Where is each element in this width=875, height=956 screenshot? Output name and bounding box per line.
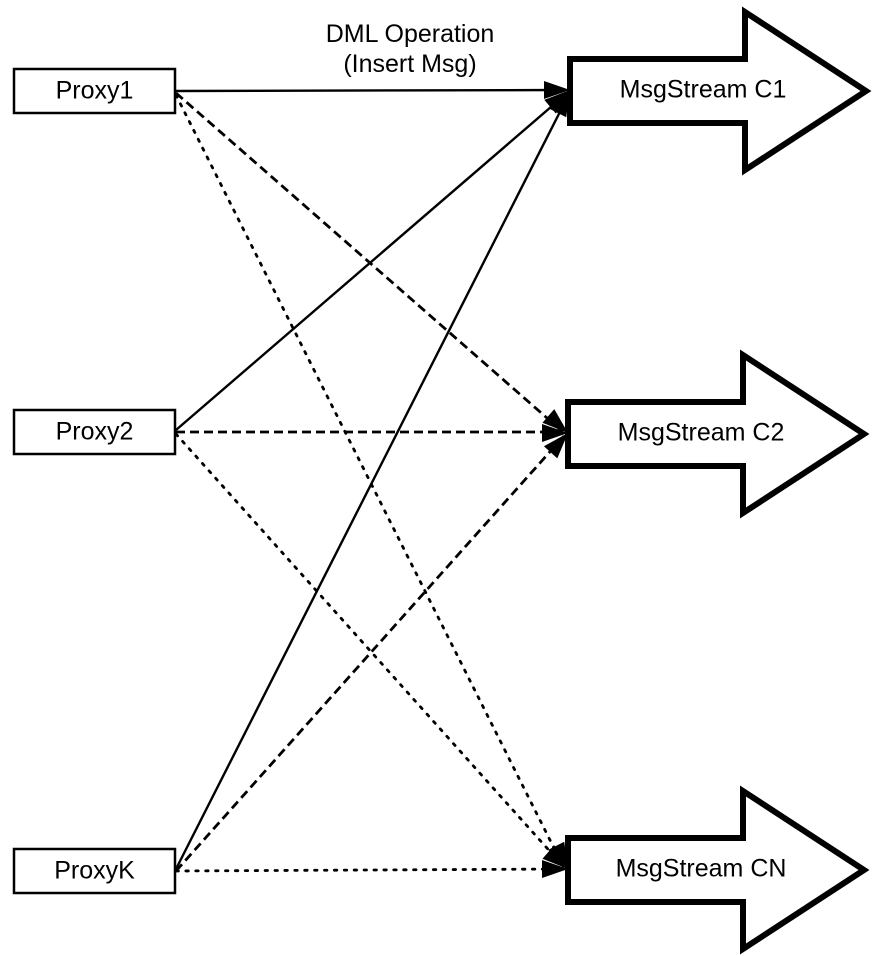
proxy-proxyK: ProxyK [12, 847, 177, 895]
arrowhead-head_c2_a [542, 424, 568, 442]
annotation-line1-dml_label: DML Operation [326, 20, 495, 48]
arrowhead-head_c1_c [550, 90, 570, 118]
proxy-label-proxy2: Proxy2 [56, 418, 134, 446]
stream-label-stream_c1: MsgStream C1 [620, 76, 787, 104]
link-p1_c1 [174, 88, 566, 93]
link-p2_cn [174, 432, 565, 868]
stream-arrow-shape-stream_cn [565, 785, 870, 955]
annotation-dml_label: DML Operation(Insert Msg) [326, 20, 495, 78]
stream-stream_cn: MsgStream CN [565, 785, 870, 955]
stream-stream_c2: MsgStream C2 [565, 349, 870, 519]
link-p1_cn [174, 93, 565, 868]
proxy-label-proxy1: Proxy1 [56, 77, 134, 105]
annotations-layer: DML Operation(Insert Msg) [326, 20, 495, 78]
links-layer [174, 88, 570, 873]
proxy-box-proxy2 [12, 408, 177, 456]
annotation-line2-dml_label: (Insert Msg) [343, 50, 476, 78]
stream-arrow-shape-stream_c2 [565, 349, 870, 519]
proxy-box-proxyK [12, 847, 177, 895]
arrowhead-head_c2_c [543, 433, 568, 459]
proxy-proxy1: Proxy1 [12, 67, 177, 115]
link-pk_c2 [174, 435, 566, 872]
stream-stream_c1: MsgStream C1 [567, 6, 872, 176]
proxy-proxy2: Proxy2 [12, 408, 177, 456]
stream-arrow-shape-stream_c1 [567, 6, 872, 176]
streams-layer: MsgStream C1 MsgStream C2 MsgStream CN [565, 6, 872, 955]
arrowhead-head_c2_b [542, 409, 568, 433]
link-pk_c1 [174, 95, 570, 870]
arrowhead-head_c1_b [544, 90, 570, 114]
proxy-label-proxyK: ProxyK [54, 857, 135, 885]
stream-label-stream_cn: MsgStream CN [616, 855, 787, 883]
arrowhead-head_c1_a [544, 81, 570, 99]
proxy-box-proxy1 [12, 67, 177, 115]
link-pk_cn [174, 867, 565, 873]
arrowhead-head_cn_c [542, 845, 568, 869]
link-p2_c1 [175, 93, 567, 431]
arrowhead-head_cn_a [542, 860, 568, 878]
stream-label-stream_c2: MsgStream C2 [618, 419, 785, 447]
arrowheads-layer [542, 81, 570, 878]
